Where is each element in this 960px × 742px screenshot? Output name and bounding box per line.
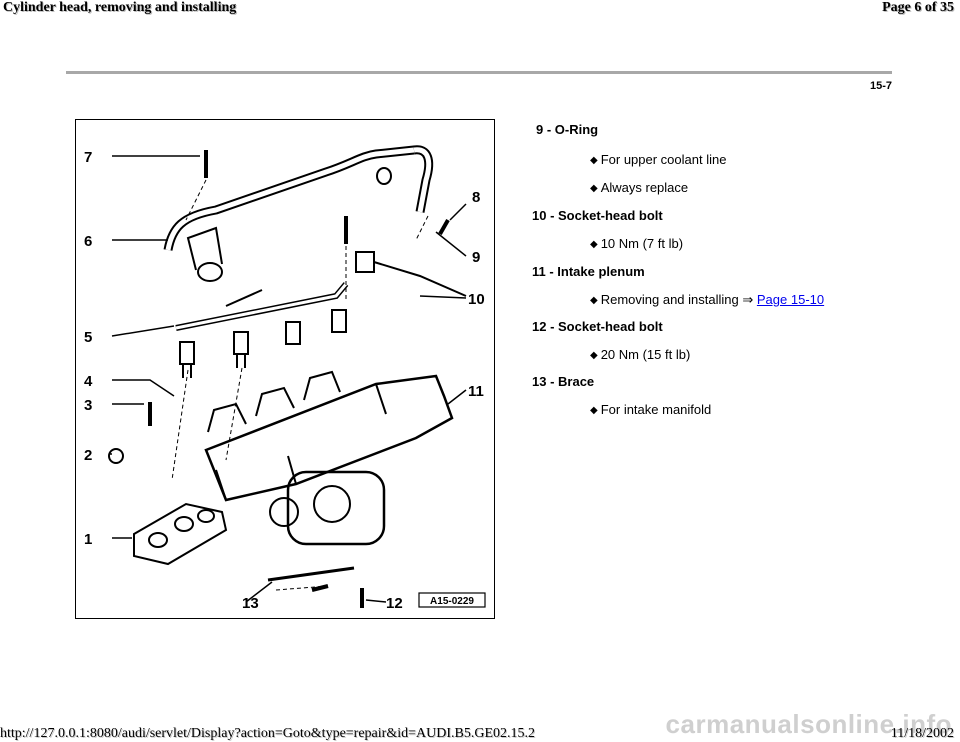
callout-5: 5 (84, 329, 92, 346)
item-title-12: 12 - Socket-head bolt (532, 319, 663, 334)
footer-url: http://127.0.0.1:8080/audi/servlet/Displ… (0, 726, 535, 741)
intake-assembly-drawing: 7 6 5 4 3 2 1 8 9 10 11 12 13 A15-0229 (84, 145, 486, 612)
diamond-bullet-icon: ◆ (590, 239, 598, 250)
arrow-icon: ⇒ (742, 292, 754, 307)
item-10-bullet-1: ◆10 Nm (7 ft lb) (590, 236, 684, 251)
diamond-bullet-icon: ◆ (590, 405, 598, 416)
page-number: 15-7 (869, 80, 892, 92)
page-link[interactable]: Page 15-10 (756, 292, 825, 307)
diamond-bullet-icon: ◆ (590, 183, 598, 194)
item-title-10: 10 - Socket-head bolt (532, 208, 663, 223)
callout-13: 13 (242, 595, 259, 612)
exploded-view-diagram: 7 6 5 4 3 2 1 8 9 10 11 12 13 A15-0229 (75, 119, 495, 619)
item-12-bullet-1: ◆20 Nm (15 ft lb) (590, 347, 691, 362)
watermark: carmanualsonline.info (665, 709, 952, 739)
figure-code: A15-0229 (430, 596, 474, 607)
callout-8: 8 (472, 189, 480, 206)
callout-7: 7 (84, 149, 92, 166)
callout-12: 12 (386, 595, 403, 612)
item-13-bullet-1: ◆For intake manifold (590, 402, 712, 417)
item-9-bullet-1: ◆For upper coolant line (590, 152, 727, 167)
footer-date: 11/18/2002 (890, 726, 954, 741)
diamond-bullet-icon: ◆ (590, 350, 598, 361)
callout-1: 1 (84, 531, 92, 548)
document-title: Cylinder head, removing and installing (3, 0, 237, 15)
callout-2: 2 (84, 447, 92, 464)
callout-9: 9 (472, 249, 480, 266)
item-title-9: 9 - O-Ring (536, 122, 599, 137)
callout-11: 11 (468, 383, 484, 400)
header-divider (66, 71, 892, 74)
diamond-bullet-icon: ◆ (590, 295, 598, 306)
item-title-11: 11 - Intake plenum (532, 264, 645, 279)
callout-6: 6 (84, 233, 92, 250)
callout-3: 3 (84, 397, 92, 414)
item-9-bullet-2: ◆Always replace (590, 180, 689, 195)
diamond-bullet-icon: ◆ (590, 155, 598, 166)
item-title-13: 13 - Brace (532, 374, 595, 389)
page-indicator: Page 6 of 35 (882, 0, 954, 15)
callout-4: 4 (84, 373, 93, 390)
callout-10: 10 (468, 291, 485, 308)
item-11-bullet-1: ◆Removing and installing ⇒ Page 15-10 (590, 292, 825, 307)
